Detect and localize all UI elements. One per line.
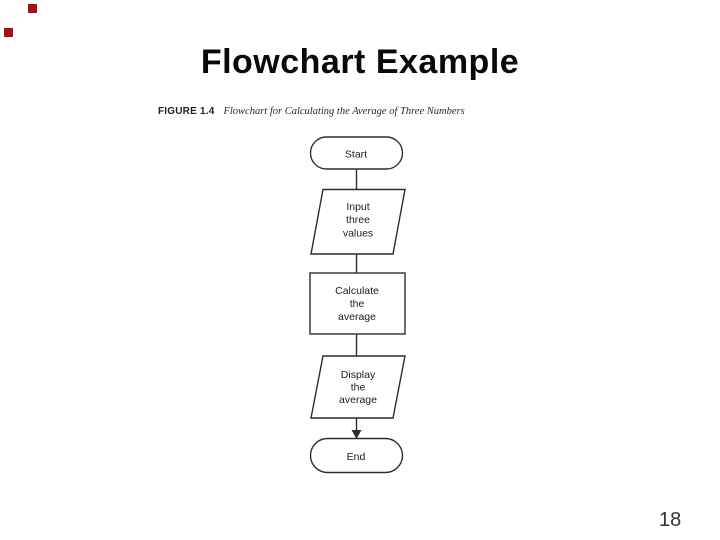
arrowhead-down-icon bbox=[351, 430, 362, 439]
figure-caption-text: Flowchart for Calculating the Average of… bbox=[223, 106, 465, 117]
node-start-label: Start bbox=[345, 149, 367, 161]
node-input-label-line2: three bbox=[346, 214, 370, 226]
node-input-shape bbox=[310, 188, 406, 255]
node-display-label-line3: average bbox=[339, 394, 377, 406]
node-input-label-line3: values bbox=[343, 228, 373, 240]
node-calculate-label-line1: Calculate bbox=[335, 285, 379, 297]
node-calculate-label-line3: average bbox=[338, 311, 376, 323]
figure-label: FIGURE 1.4 bbox=[158, 106, 215, 117]
node-end-shape bbox=[309, 437, 404, 474]
node-calculate-shape bbox=[309, 272, 406, 335]
node-input-label-line1: Input bbox=[346, 201, 369, 213]
node-display-label-line2: the bbox=[351, 382, 366, 394]
node-calculate-label-line2: the bbox=[350, 298, 365, 310]
page-title: Flowchart Example bbox=[200, 43, 520, 81]
node-display-shape bbox=[310, 355, 406, 419]
corner-accent-left-icon bbox=[4, 28, 13, 37]
node-end-label: End bbox=[347, 451, 366, 463]
node-display-label-line1: Display bbox=[341, 369, 376, 381]
page-number: 18 bbox=[659, 509, 682, 531]
corner-accent-top-icon bbox=[28, 4, 37, 13]
figure-caption: FIGURE 1.4 Flowchart for Calculating the … bbox=[158, 106, 465, 117]
